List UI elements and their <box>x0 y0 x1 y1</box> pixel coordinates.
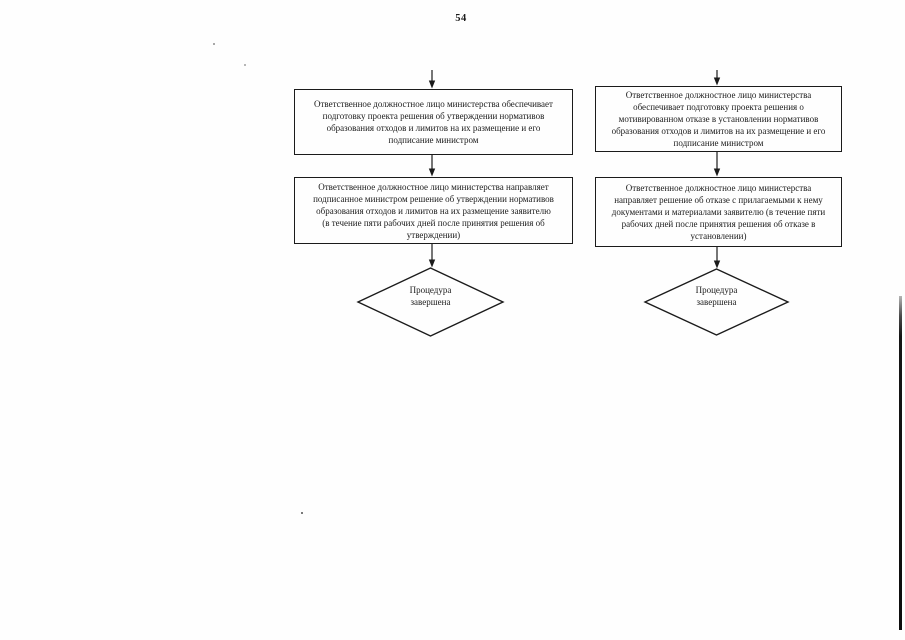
process-box-left-step2: Ответственное должностное лицо министерс… <box>294 177 573 244</box>
page-number: 54 <box>455 13 467 24</box>
scan-edge-artifact <box>899 296 902 630</box>
terminator-diamond-right <box>643 268 790 336</box>
terminator-label-right: Процедура завершена <box>695 285 738 307</box>
arrow-head-icon <box>713 260 721 269</box>
arrow-into-left-step1 <box>428 70 436 89</box>
arrow-left-step2-to-terminal <box>428 244 436 268</box>
arrow-head-icon <box>713 168 721 177</box>
arrow-head-icon <box>428 168 436 177</box>
arrow-right-step2-to-terminal <box>713 247 721 269</box>
arrow-right-step1-to-step2 <box>713 152 721 177</box>
arrow-head-icon <box>713 77 721 86</box>
arrow-into-right-step1 <box>713 70 721 86</box>
process-box-right-step1: Ответственное должностное лицо министерс… <box>595 86 842 152</box>
arrow-head-icon <box>428 80 436 89</box>
process-box-left-step1: Ответственное должностное лицо министерс… <box>294 89 573 155</box>
terminator-diamond-left <box>356 267 505 337</box>
process-box-right-step2: Ответственное должностное лицо министерс… <box>595 177 842 247</box>
scan-speck <box>301 512 303 514</box>
scan-speck <box>213 43 215 45</box>
scan-speck <box>244 64 246 66</box>
arrow-head-icon <box>428 259 436 268</box>
arrow-left-step1-to-step2 <box>428 155 436 177</box>
terminator-label-left: Процедура завершена <box>409 285 452 307</box>
